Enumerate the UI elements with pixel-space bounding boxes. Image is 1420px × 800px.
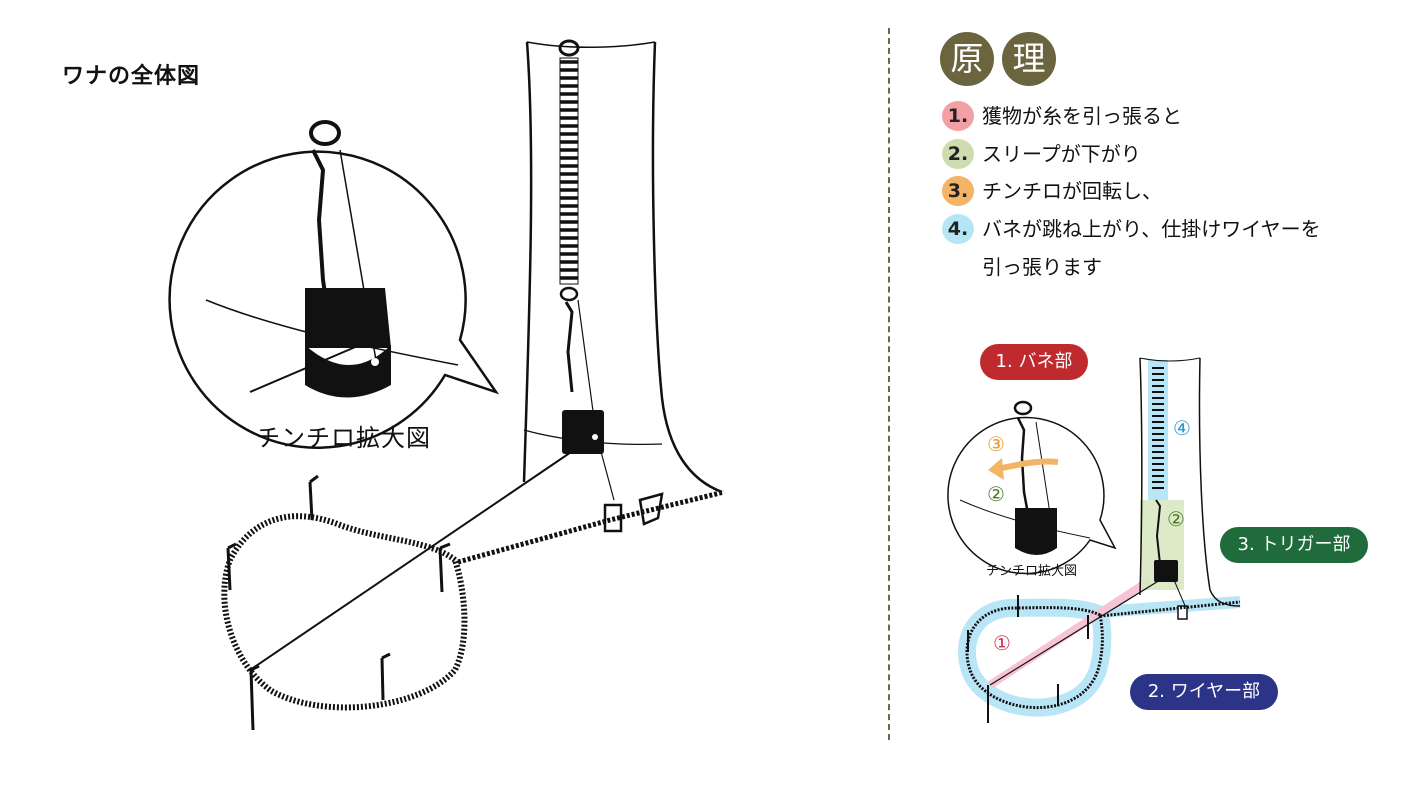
step-1: 1. 獲物が糸を引っ張ると xyxy=(942,101,1182,131)
page-title: ワナの全体図 xyxy=(62,64,201,89)
step-4-text-continued: 引っ張ります xyxy=(982,255,1102,279)
step-4-text: バネが跳ね上がり、仕掛けワイヤーを xyxy=(982,217,1321,241)
label-wire-part: 2. ワイヤー部 xyxy=(1130,674,1278,710)
step-3: 3. チンチロが回転し、 xyxy=(942,176,1162,206)
zoom-caption: チンチロ拡大図 xyxy=(256,424,431,452)
trigger-assembly xyxy=(562,299,664,533)
coil-spring xyxy=(558,39,580,302)
marker-2-trigger: ② xyxy=(1167,507,1185,531)
marker-3: ③ xyxy=(987,432,1005,456)
step-3-number: 3. xyxy=(942,176,974,206)
stakes xyxy=(226,474,451,731)
principle-diagram xyxy=(947,357,1241,723)
step-2-number: 2. xyxy=(942,139,974,169)
step-3-text: チンチロが回転し、 xyxy=(982,179,1162,203)
zoom-bubble xyxy=(168,120,500,449)
principle-heading-char-1: 原 xyxy=(940,32,994,86)
trap-overall-illustration xyxy=(168,39,725,731)
pull-highlight xyxy=(987,576,1153,689)
tree-trunk xyxy=(522,41,533,483)
section-divider xyxy=(888,28,890,740)
wire-highlight xyxy=(958,598,1112,717)
marker-4: ④ xyxy=(1173,416,1191,440)
snare-loop xyxy=(221,513,468,711)
step-4: 4. バネが跳ね上がり、仕掛けワイヤーを xyxy=(942,214,1321,244)
step-2: 2. スリープが下がり xyxy=(942,139,1141,169)
main-wire xyxy=(249,445,581,671)
step-2-text: スリープが下がり xyxy=(982,142,1141,166)
marker-2-zoom: ② xyxy=(987,482,1005,506)
label-trigger-part: 3. トリガー部 xyxy=(1220,527,1368,563)
step-4-number: 4. xyxy=(942,214,974,244)
marker-1: ① xyxy=(993,631,1011,655)
step-1-number: 1. xyxy=(942,101,974,131)
label-spring-part: 1. バネ部 xyxy=(980,344,1088,380)
small-zoom-caption: チンチロ拡大図 xyxy=(986,564,1078,579)
rotation-arrow xyxy=(1001,458,1059,471)
step-1-text: 獲物が糸を引っ張ると xyxy=(982,104,1182,128)
tree-trunk-right xyxy=(651,41,723,494)
principle-heading-char-2: 理 xyxy=(1002,32,1056,86)
braided-wire xyxy=(457,489,725,565)
